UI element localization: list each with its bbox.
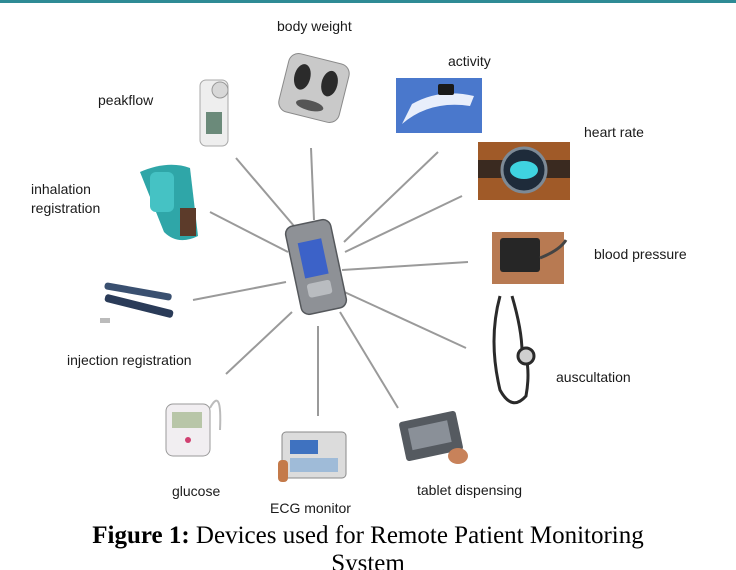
activity-sensor-icon <box>396 78 482 133</box>
label-activity: activity <box>448 53 491 69</box>
tablet-dispenser-icon <box>399 410 468 464</box>
figure-caption: Figure 1: Devices used for Remote Patien… <box>0 522 736 570</box>
spoke-injection <box>192 281 287 301</box>
top-accent-bar <box>0 0 736 3</box>
spoke-blood-pressure <box>341 261 469 271</box>
spoke-heart-rate <box>344 195 463 253</box>
peakflow-meter-icon <box>199 79 229 147</box>
label-blood-pressure: blood pressure <box>594 246 687 262</box>
scale-icon <box>278 53 350 123</box>
spoke-glucose <box>225 311 293 375</box>
device-diagram <box>100 53 570 482</box>
caption-text-line1: Devices used for Remote Patient Monitori… <box>195 522 644 549</box>
heart-rate-watch-icon <box>478 142 570 200</box>
caption-text-line2: System <box>331 550 405 570</box>
label-glucose: glucose <box>172 483 221 499</box>
spoke-tablet <box>339 311 399 409</box>
spoke-inhalation <box>209 211 289 253</box>
label-ecg-monitor: ECG monitor <box>270 500 351 516</box>
blood-pressure-cuff-icon <box>492 232 568 284</box>
stethoscope-icon <box>492 295 536 405</box>
label-auscultation: auscultation <box>556 369 631 385</box>
spoke-activity <box>343 151 439 243</box>
label-body-weight: body weight <box>277 18 352 34</box>
label-inhalation: inhalation <box>31 181 91 197</box>
injection-pen-icon <box>100 282 174 323</box>
label-registration: registration <box>31 200 101 216</box>
ecg-monitor-icon <box>278 431 347 482</box>
label-heart-rate: heart rate <box>584 124 644 140</box>
caption-prefix: Figure 1: <box>92 522 190 549</box>
inhaler-icon <box>140 164 198 241</box>
label-tablet-dispensing: tablet dispensing <box>417 482 523 498</box>
spoke-peakflow <box>235 157 295 227</box>
spoke-body-weight <box>310 147 315 221</box>
connector-lines <box>192 147 469 416</box>
spoke-auscultation <box>339 289 467 349</box>
label-peakflow: peakflow <box>98 92 154 108</box>
pda-device-icon <box>284 218 348 316</box>
glucose-meter-icon <box>165 399 222 457</box>
label-injection-registration: injection registration <box>67 352 192 368</box>
